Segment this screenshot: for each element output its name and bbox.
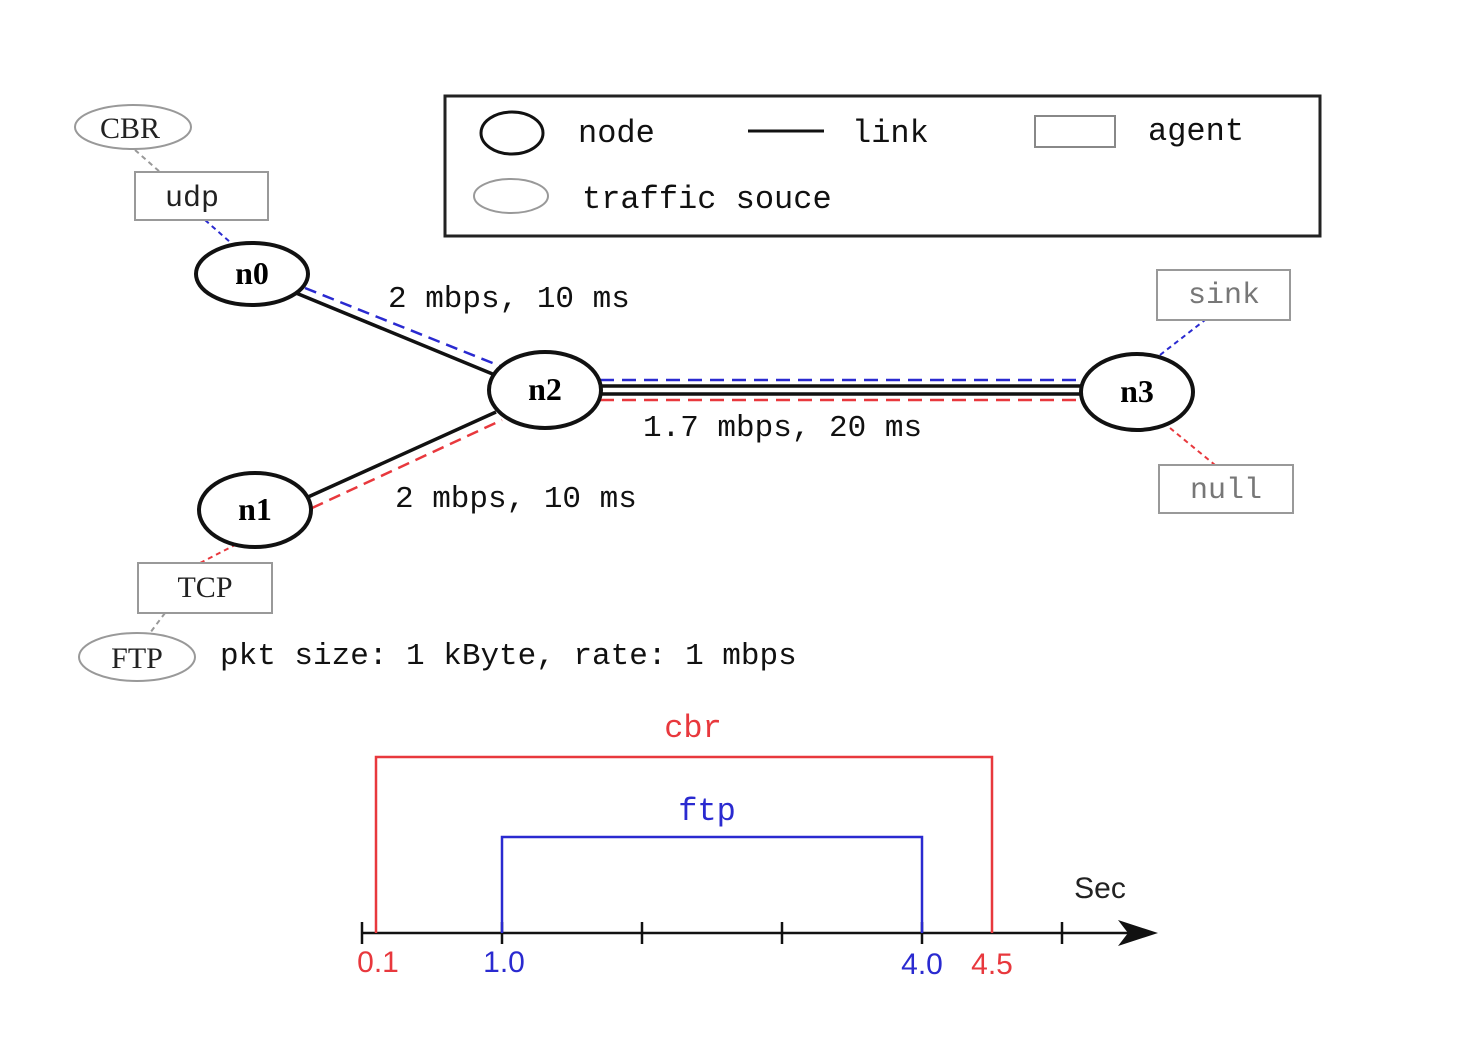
cbr-start-label: 0.1 [357, 946, 399, 979]
ftp-source-ellipse [78, 632, 196, 682]
node-n3-circle [1079, 352, 1195, 432]
node-n1: n1 [197, 471, 313, 549]
link-n1-n2-label: 2 mbps, 10 ms [395, 482, 637, 517]
node-n2-label: n2 [528, 371, 562, 407]
ftp-source-label: FTP [111, 642, 163, 675]
legend-link-label: link [852, 115, 929, 152]
node-n0-circle [194, 241, 310, 307]
null-agent-label: null [1190, 474, 1262, 508]
legend-traffic-source-icon [473, 178, 549, 214]
cbr-interval [374, 755, 994, 933]
link-n1-n2 [307, 410, 497, 499]
ftp-interval-label: ftp [678, 793, 736, 830]
timeline: Sec cbr 0.1 4.5 ftp 1.0 4.0 [357, 710, 1158, 981]
sink-agent-box [1156, 269, 1291, 321]
cbr-interval-label: cbr [664, 710, 722, 747]
time-axis-label: Sec [1074, 872, 1126, 905]
udp-agent-label: udp [165, 182, 219, 216]
tcp-flow-n1-n2 [311, 418, 503, 510]
ftp-params-label: pkt size: 1 kByte, rate: 1 mbps [220, 639, 797, 674]
ftp-start-label: 1.0 [483, 946, 525, 979]
sink-agent-label: sink [1188, 279, 1260, 313]
legend-node-label: node [578, 115, 655, 152]
legend-agent-icon [1034, 115, 1116, 148]
links [134, 149, 1216, 634]
tcp-n1-attach [199, 544, 236, 564]
legend-traffic-source-label: traffic souce [582, 181, 832, 218]
node-n1-circle [197, 471, 313, 549]
node-n1-label: n1 [238, 491, 272, 527]
udp-flow-n0-n2 [304, 286, 501, 368]
link-n0-n2 [295, 291, 496, 377]
link-n0-n2-label: 2 mbps, 10 ms [388, 282, 630, 317]
node-n2: n2 [487, 350, 603, 430]
legend: node link agent traffic souce [443, 94, 1322, 238]
node-n3-label: n3 [1120, 373, 1154, 409]
cbr-udp-attach [134, 149, 161, 173]
n3-sink-attach [1159, 319, 1206, 356]
time-axis-arrow-icon [1118, 920, 1158, 946]
tcp-agent-box [137, 562, 273, 614]
ftp-tcp-attach [149, 612, 166, 634]
cbr-source-label: CBR [100, 112, 160, 145]
ftp-end-label: 4.0 [901, 948, 943, 981]
ftp-interval [500, 835, 924, 933]
legend-box [443, 94, 1322, 238]
tcp-agent-label: TCP [177, 571, 232, 604]
node-n2-circle [487, 350, 603, 430]
udp-n0-attach [204, 219, 231, 243]
legend-agent-label: agent [1148, 113, 1244, 150]
link-n2-n3-label: 1.7 mbps, 20 ms [643, 411, 922, 446]
node-n0: n0 [194, 241, 310, 307]
node-n3: n3 [1079, 352, 1195, 432]
cbr-source-ellipse [74, 104, 192, 150]
node-n0-label: n0 [235, 255, 269, 291]
null-agent-box [1158, 464, 1294, 514]
udp-agent-box [134, 171, 269, 221]
legend-node-icon [479, 110, 545, 156]
cbr-end-label: 4.5 [971, 948, 1013, 981]
n3-null-attach [1169, 427, 1216, 466]
